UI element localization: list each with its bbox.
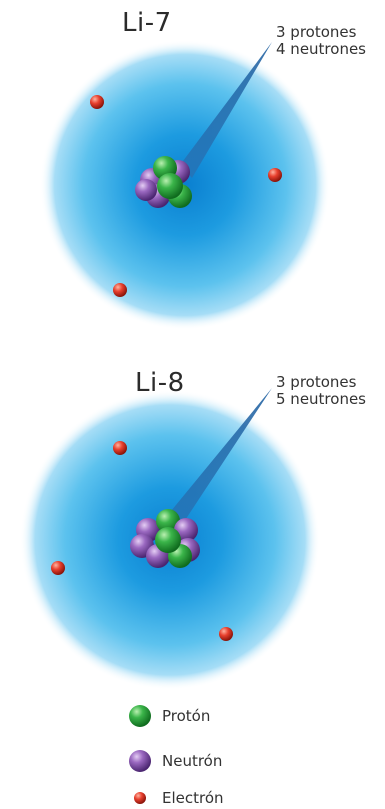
legend-icons	[129, 705, 151, 804]
callout-beam	[180, 42, 272, 178]
legend-label-electron: Electrón	[162, 789, 224, 807]
nucleus	[130, 509, 200, 568]
nucleus	[135, 156, 192, 208]
legend-label-neutron: Neutrón	[162, 752, 223, 770]
neutrons-count: 5 neutrones	[276, 390, 366, 408]
proton	[157, 173, 183, 199]
atom-callout-li-8: 3 protones 5 neutrones	[276, 374, 366, 408]
atom-callout-li-7: 3 protones 4 neutrones	[276, 24, 366, 58]
proton	[156, 509, 180, 533]
electron	[268, 168, 282, 182]
legend-label-proton: Protón	[162, 707, 211, 725]
electron	[90, 95, 104, 109]
atom-li-7	[40, 40, 330, 330]
electron	[219, 627, 233, 641]
neutron	[135, 179, 157, 201]
callout-beam	[162, 388, 272, 534]
protons-count: 3 protones	[276, 23, 357, 41]
electron	[113, 283, 127, 297]
protons-count: 3 protones	[276, 373, 357, 391]
atom-title-li-8: Li-8	[135, 368, 185, 398]
electron	[51, 561, 65, 575]
proton	[155, 527, 181, 553]
electron-icon	[134, 792, 146, 804]
neutron-icon	[129, 750, 151, 772]
proton-icon	[129, 705, 151, 727]
atom-title-li-7: Li-7	[122, 8, 172, 38]
neutrons-count: 4 neutrones	[276, 40, 366, 58]
electron-cloud	[40, 40, 330, 330]
electron	[113, 441, 127, 455]
atom-li-8	[20, 388, 320, 690]
